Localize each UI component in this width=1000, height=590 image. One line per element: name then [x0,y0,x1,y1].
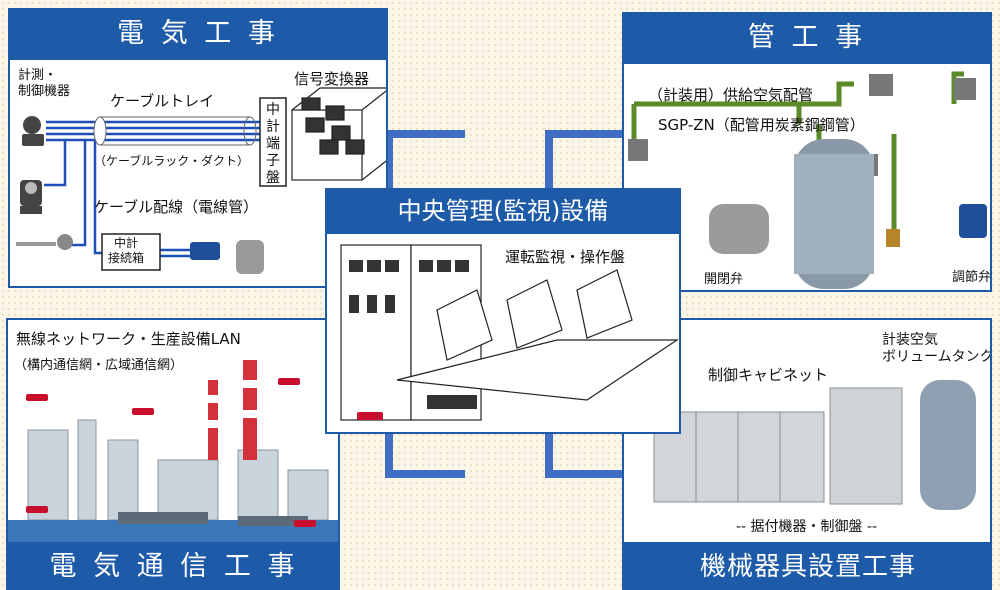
piping-works-panel: 管 工 事 （計装用）供給空気配管 SGP-ZN（配管用炭素鋼鋼管） 開閉弁 調… [622,12,992,292]
connector-line [545,470,635,478]
cable-tray-label: ケーブルトレイ [110,92,215,110]
connector-line [385,130,465,138]
central-monitoring-title: 中央管理(監視)設備 [327,190,679,234]
electrical-wiring-diagram [16,87,386,274]
sgp-zn-label: SGP-ZN（配管用炭素鋼鋼管） [658,116,865,134]
telecom-works-panel: 無線ネットワーク・生産設備LAN （構内通信網・広域通信網） [6,318,340,590]
connector-line [385,470,465,478]
cable-rack-label: （ケーブルラック・ダクト） [94,154,250,168]
measure-devices-label: 計測・ 制御機器 [18,68,71,99]
air-supply-label: （計装用）供給空気配管 [648,86,814,104]
machinery-works-panel: 計装空気 ボリュームタンク 制御キャビネット -- 据付機器・制御盤 -- 機械… [622,318,992,590]
telecom-works-title: 電 気 通 信 工 事 [8,542,338,588]
piping-works-title: 管 工 事 [624,14,990,64]
machinery-works-title: 機械器具設置工事 [624,542,990,588]
connector-line [545,130,553,190]
machinery-illustration [653,380,976,510]
electrical-works-panel: 電 気 工 事 [8,8,388,288]
on-off-valve-label: 開閉弁 [704,272,744,287]
central-monitoring-panel: 中央管理(監視)設備 運転監視・操作盤 [325,188,681,434]
cable-wiring-label: ケーブル配線（電線管） [94,198,259,216]
control-room-illustration [340,244,679,421]
connector-line [545,130,635,138]
junction-box-label: 中計 接続箱 [108,236,145,265]
operation-panel-label: 運転監視・操作盤 [505,248,626,266]
piping-diagram [628,71,987,289]
signal-converter-label: 信号変換器 [294,70,370,88]
connector-line [385,130,393,190]
wireless-lan-label: 無線ネットワーク・生産設備LAN [16,330,241,348]
volume-tank-label: 計装空気 ボリュームタンク [882,332,992,365]
control-cabinet-label: 制御キャビネット [708,366,829,384]
connector-line [545,430,553,478]
networks-label: （構内通信網・広域通信網） [14,358,184,373]
terminal-board-label: 中 計 端 子 盤 [266,102,280,186]
installed-equipment-label: -- 据付機器・制御盤 -- [736,519,878,535]
control-valve-label: 調節弁 [952,270,992,285]
electrical-works-title: 電 気 工 事 [10,10,386,60]
connector-line [385,430,393,478]
